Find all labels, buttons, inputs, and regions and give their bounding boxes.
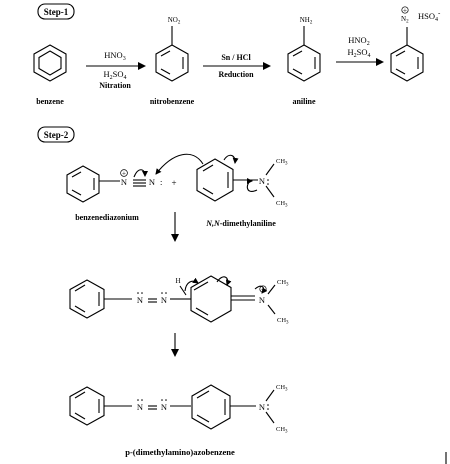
intermediate-phenyl-ring <box>69 279 105 319</box>
intermediate-cyclohexadiene-ring <box>190 275 255 323</box>
methyl-top: CH3 <box>276 158 288 167</box>
product-amine-n: N <box>259 402 265 412</box>
intermediate-h: H <box>175 277 180 285</box>
aniline-ring <box>287 26 321 82</box>
nitration-reagent-2: H2SO4 <box>103 69 126 81</box>
step1-badge: Step-1 <box>44 7 69 17</box>
product-phenyl-ring <box>69 386 105 426</box>
plus-sign: + <box>171 178 176 188</box>
diazonium-lone-pair: : <box>160 177 162 187</box>
diazotization-reagent-2: H2SO4 <box>347 47 370 59</box>
product-aryl-ring <box>191 384 231 430</box>
reduction-label: Reduction <box>218 70 254 79</box>
amine-n: N <box>259 176 265 186</box>
benzenediazonium-ring <box>66 165 100 203</box>
product-n1: N <box>137 402 143 412</box>
benzene-label: benzene <box>36 97 64 106</box>
product-methyl-top: CH3 <box>276 384 288 393</box>
no2-group: NO2 <box>168 16 181 26</box>
lone-pair-dots <box>137 179 269 410</box>
intermediate-methyl-top: CH3 <box>277 279 289 288</box>
intermediate-n2: N <box>161 295 167 305</box>
diazotization-reagent-1: HNO2 <box>348 35 369 47</box>
diazonium-plus-sign: + <box>122 170 126 178</box>
intermediate-methyl-bottom: CH3 <box>277 317 289 326</box>
diazonium-n1: N <box>121 177 127 187</box>
benzene-ring <box>33 44 67 82</box>
product-n2: N <box>161 402 167 412</box>
nitrobenzene-ring <box>155 26 189 82</box>
diazonium-n2: N <box>149 177 155 187</box>
dimethylaniline-ring <box>196 158 234 202</box>
reduction-reagent: Sn / HCl <box>221 53 251 62</box>
dimethylaniline-label: N,N-dimethylaniline <box>205 219 276 228</box>
intermediate-n1: N <box>137 295 143 305</box>
nitration-reagent-1: HNO3 <box>104 50 125 62</box>
ch-bond-curved-arrow <box>184 277 199 292</box>
step2-badge-frame <box>37 126 75 143</box>
iminium-curved-arrow <box>254 285 268 294</box>
product-methyl-bottom: CH3 <box>276 426 288 435</box>
product-label: p-(dimethylamino)azobenzene <box>125 447 235 457</box>
iminium-plus-sign: + <box>261 286 265 294</box>
diazonium-plus-circle <box>120 169 128 177</box>
attack-curved-arrow <box>155 153 204 175</box>
diazonium-group: N2 <box>401 15 409 25</box>
diazonium-curved-arrow <box>133 169 148 178</box>
iminium-n: N <box>259 295 265 305</box>
nitration-label: Nitration <box>99 81 131 90</box>
hso4-anion: HSO4- <box>418 9 441 23</box>
ring-shift-curved-arrow <box>216 276 232 286</box>
nitrobenzene-label: nitrobenzene <box>150 97 195 106</box>
aniline-label: aniline <box>292 97 316 106</box>
nh2-group: NH2 <box>300 16 313 26</box>
diazonium-charge-circle <box>401 6 409 14</box>
ring-curved-arrow <box>223 154 239 164</box>
iminium-plus-circle <box>259 285 267 293</box>
step2-badge: Step-2 <box>44 130 69 140</box>
diazonium-salt-ring <box>390 27 424 82</box>
diazonium-charge: + <box>403 7 407 15</box>
methyl-bottom: CH3 <box>276 200 288 209</box>
step1-badge-frame <box>37 3 75 20</box>
benzenediazonium-label: benzenediazonium <box>75 213 139 222</box>
nitrogen-curved-arrow <box>246 178 258 192</box>
